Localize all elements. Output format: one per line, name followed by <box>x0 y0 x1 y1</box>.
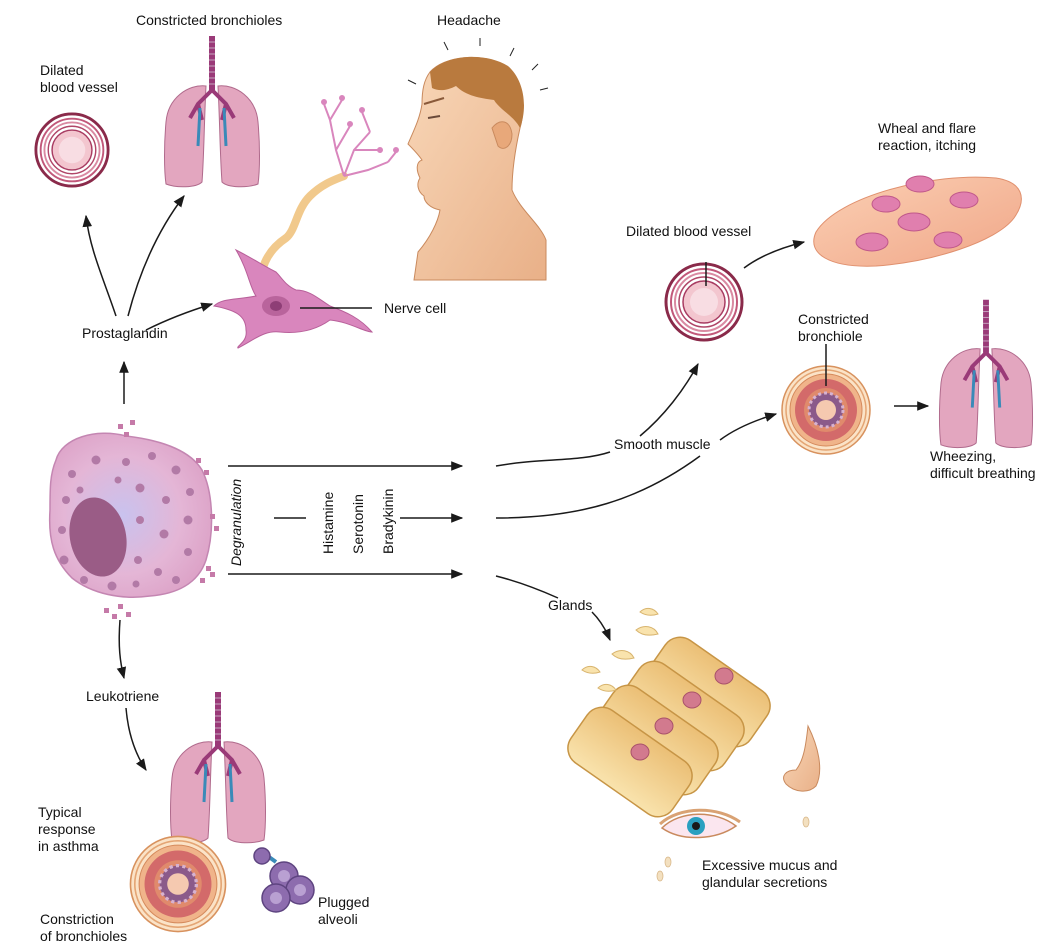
lungs-top-icon <box>162 34 262 189</box>
label-prostaglandin: Prostaglandin <box>82 325 168 341</box>
arrow-to-wheal <box>743 239 806 269</box>
arrow-to-lungs-bottom <box>125 707 147 771</box>
arrows <box>82 195 930 771</box>
line-to-smooth-muscle <box>495 451 611 467</box>
label-plugged-alveoli: Plugged alveoli <box>318 894 370 927</box>
label-excessive-mucus: Excessive mucus and glandular secretions <box>702 857 838 890</box>
line-smooth-muscle-2 <box>495 455 701 519</box>
label-constriction-of-bronchioles: Constriction of bronchioles <box>40 911 128 944</box>
eye-icon <box>656 808 741 882</box>
label-typical-response: Typical response in asthma <box>38 804 99 854</box>
gland-cells-icon <box>567 607 771 818</box>
label-wheezing: Wheezing, difficult breathing <box>930 448 1036 481</box>
line-to-glands <box>495 575 559 599</box>
arrow-to-dilated-vessel-right <box>639 362 699 437</box>
head-profile-icon <box>407 38 549 281</box>
mast-cell-icon <box>48 420 219 619</box>
alveoli-icon <box>253 847 315 913</box>
label-bradykinin: Bradykinin <box>380 488 396 554</box>
label-serotonin: Serotonin <box>350 494 366 554</box>
label-constricted-bronchioles-top: Constricted bronchioles <box>136 12 283 28</box>
label-wheal-flare: Wheal and flare reaction, itching <box>878 120 977 153</box>
label-dilated-blood-vessel-left: Dilated blood vessel <box>40 62 118 95</box>
label-constricted-bronchiole-right: Constricted bronchiole <box>798 311 869 344</box>
lungs-bottom-icon <box>168 690 268 845</box>
arrow-to-bronchioles-top <box>127 195 185 317</box>
nose-icon <box>783 724 821 828</box>
label-nerve-cell: Nerve cell <box>384 300 447 316</box>
bronchiole-bottom-icon <box>128 834 228 934</box>
dilated-vessel-left-icon <box>34 112 110 188</box>
label-headache: Headache <box>437 12 501 28</box>
label-histamine: Histamine <box>320 491 336 554</box>
nerve-cell-icon <box>212 95 399 349</box>
arrow-to-dilated-vessel-left <box>82 214 117 317</box>
arrow-to-nerve-cell <box>145 302 214 331</box>
dilated-vessel-right-icon <box>664 262 744 342</box>
arrow-to-glands <box>591 611 611 642</box>
arrow-to-leukotriene <box>116 619 127 680</box>
lungs-right-icon <box>937 297 1035 450</box>
arrow-to-bronchiole-right <box>719 412 778 441</box>
label-dilated-blood-vessel-right: Dilated blood vessel <box>626 223 752 239</box>
label-smooth-muscle: Smooth muscle <box>614 436 711 452</box>
label-leukotriene: Leukotriene <box>86 688 160 704</box>
label-glands: Glands <box>548 597 593 613</box>
label-degranulation: Degranulation <box>228 478 244 566</box>
skin-patch-icon <box>813 175 1022 267</box>
